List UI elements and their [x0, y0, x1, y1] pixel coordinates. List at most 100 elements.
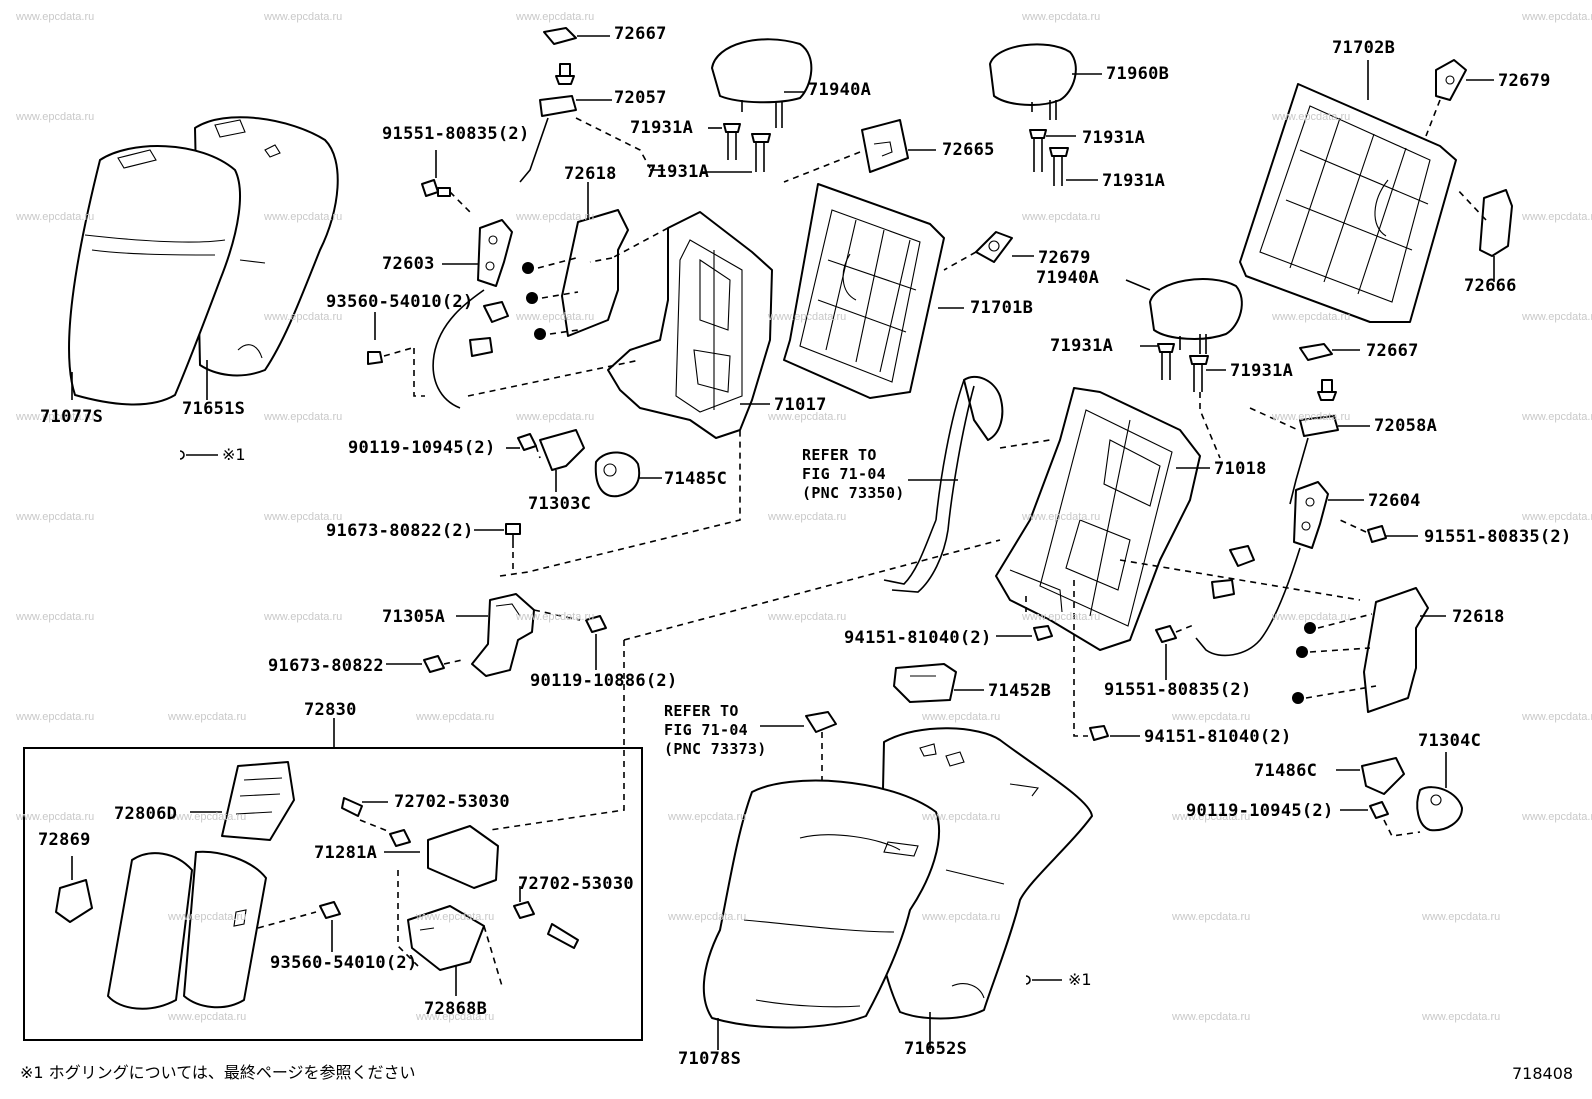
part-label: 91673-80822 — [268, 656, 384, 676]
seatback-board-71702B — [1239, 60, 1457, 323]
part-label: 71931A — [646, 162, 710, 182]
part-label: 72604 — [1368, 491, 1421, 511]
part-label: 91551-80835(2) — [1104, 680, 1252, 700]
watermark: www.epcdata.ru — [768, 611, 847, 623]
watermark: www.epcdata.ru — [922, 911, 1001, 923]
hog-ring-note-left: ※1 — [222, 445, 246, 464]
part-label: 72057 — [614, 88, 667, 108]
part-label: 71931A — [630, 118, 694, 138]
reference-line: REFER TO — [664, 702, 739, 720]
seatback-board-71701B — [783, 183, 964, 399]
watermark: www.epcdata.ru — [264, 611, 343, 623]
part-label: 72618 — [1452, 607, 1505, 627]
clip-72667-top — [543, 27, 610, 45]
part-label: 93560-54010(2) — [270, 953, 418, 973]
watermark: www.epcdata.ru — [264, 311, 343, 323]
nut-94151-81040-mid — [996, 625, 1053, 641]
part-label: 72058A — [1374, 416, 1438, 436]
part-label: 71702B — [1332, 38, 1396, 58]
screw-93560-54010-top — [367, 312, 413, 365]
headrest-71960B — [989, 43, 1102, 120]
headrest-guides-71931A-mid — [1140, 343, 1226, 392]
part-label: 93560-54010(2) — [326, 292, 474, 312]
watermark: www.epcdata.ru — [1522, 511, 1592, 523]
watermark: www.epcdata.ru — [668, 911, 747, 923]
hinge-71305A — [456, 593, 535, 677]
reference-line: (PNC 73350) — [802, 483, 905, 502]
watermark: www.epcdata.ru — [768, 411, 847, 423]
hog-ring-note-bottom: ※1 — [1068, 970, 1092, 989]
headrest-71940A-top — [711, 38, 813, 128]
watermark: www.epcdata.ru — [922, 711, 1001, 723]
seat-lock-72603 — [432, 219, 513, 409]
cover-72666 — [1455, 187, 1513, 282]
part-label: 71017 — [774, 395, 827, 415]
headrest-71940A-mid — [1125, 278, 1243, 354]
part-label: 72667 — [614, 24, 667, 44]
watermark: www.epcdata.ru — [264, 211, 343, 223]
watermark: www.epcdata.ru — [16, 511, 95, 523]
part-label: 72702-53030 — [394, 792, 510, 812]
part-label: 94151-81040(2) — [844, 628, 992, 648]
watermark: www.epcdata.ru — [416, 1011, 495, 1023]
watermark: www.epcdata.ru — [516, 411, 595, 423]
clip-72869 — [55, 856, 93, 923]
part-label: 72868B — [424, 999, 488, 1019]
watermark: www.epcdata.ru — [1022, 211, 1101, 223]
watermark: www.epcdata.ru — [168, 911, 247, 923]
headrest-guides-71931A-top — [702, 123, 771, 173]
watermark: www.epcdata.ru — [16, 811, 95, 823]
part-label: 71652S — [904, 1039, 968, 1059]
watermark: www.epcdata.ru — [1022, 511, 1101, 523]
watermark: www.epcdata.ru — [516, 311, 595, 323]
part-label: 72665 — [942, 140, 995, 160]
cover-71303C — [539, 429, 585, 492]
watermark: www.epcdata.ru — [16, 711, 95, 723]
hook-reference — [760, 711, 837, 811]
watermark: www.epcdata.ru — [1522, 711, 1592, 723]
part-label: 71303C — [528, 494, 592, 514]
watermark: www.epcdata.ru — [516, 11, 595, 23]
part-label: 72702-53030 — [518, 874, 634, 894]
armrest-assembly-box-72830 — [23, 747, 643, 1041]
watermark: www.epcdata.ru — [1272, 311, 1351, 323]
nut-94151-81040-bottom — [1073, 580, 1140, 741]
bolt-93560-54010-bottom — [257, 901, 341, 952]
reference-note-hook: REFER TO FIG 71-04 (PNC 73373) — [664, 702, 767, 758]
plate-72665 — [861, 119, 936, 173]
part-label: 72603 — [382, 254, 435, 274]
cover-71304C — [1416, 752, 1463, 832]
part-label: 71701B — [970, 298, 1034, 318]
part-label: 72666 — [1464, 276, 1517, 296]
watermark: www.epcdata.ru — [1022, 11, 1101, 23]
bolt-90119-10945-left — [506, 433, 541, 459]
watermark: www.epcdata.ru — [168, 1011, 247, 1023]
bolt-91673-80822 — [386, 655, 463, 673]
bolt-90119-10945-right — [1340, 801, 1421, 837]
bracket-72618-left — [522, 182, 629, 340]
seat-belt-reference — [883, 375, 1004, 593]
grommet-72679-mid — [943, 231, 1034, 271]
clip-72667-right — [1299, 343, 1360, 361]
part-label: 72618 — [564, 164, 617, 184]
watermark: www.epcdata.ru — [16, 611, 95, 623]
reference-line: REFER TO — [802, 446, 877, 464]
bolt-91551-80835-right — [1339, 519, 1418, 543]
bracket-72618-right — [1292, 587, 1446, 713]
part-label: 71077S — [40, 407, 104, 427]
watermark: www.epcdata.ru — [168, 711, 247, 723]
headrest-guides-71931A-right — [1029, 129, 1098, 186]
part-label: 71931A — [1102, 171, 1166, 191]
seat-lock-72604 — [1195, 481, 1364, 657]
part-label: 71960B — [1106, 64, 1170, 84]
watermark: www.epcdata.ru — [264, 11, 343, 23]
part-label: 91551-80835(2) — [1424, 527, 1572, 547]
watermark: www.epcdata.ru — [1272, 611, 1351, 623]
watermark: www.epcdata.ru — [1522, 411, 1592, 423]
lock-knob-72058A — [1289, 415, 1370, 505]
part-label: 71931A — [1230, 361, 1294, 381]
part-label: 71485C — [664, 469, 728, 489]
reference-line: FIG 71-04 — [802, 464, 886, 483]
watermark: www.epcdata.ru — [1522, 211, 1592, 223]
